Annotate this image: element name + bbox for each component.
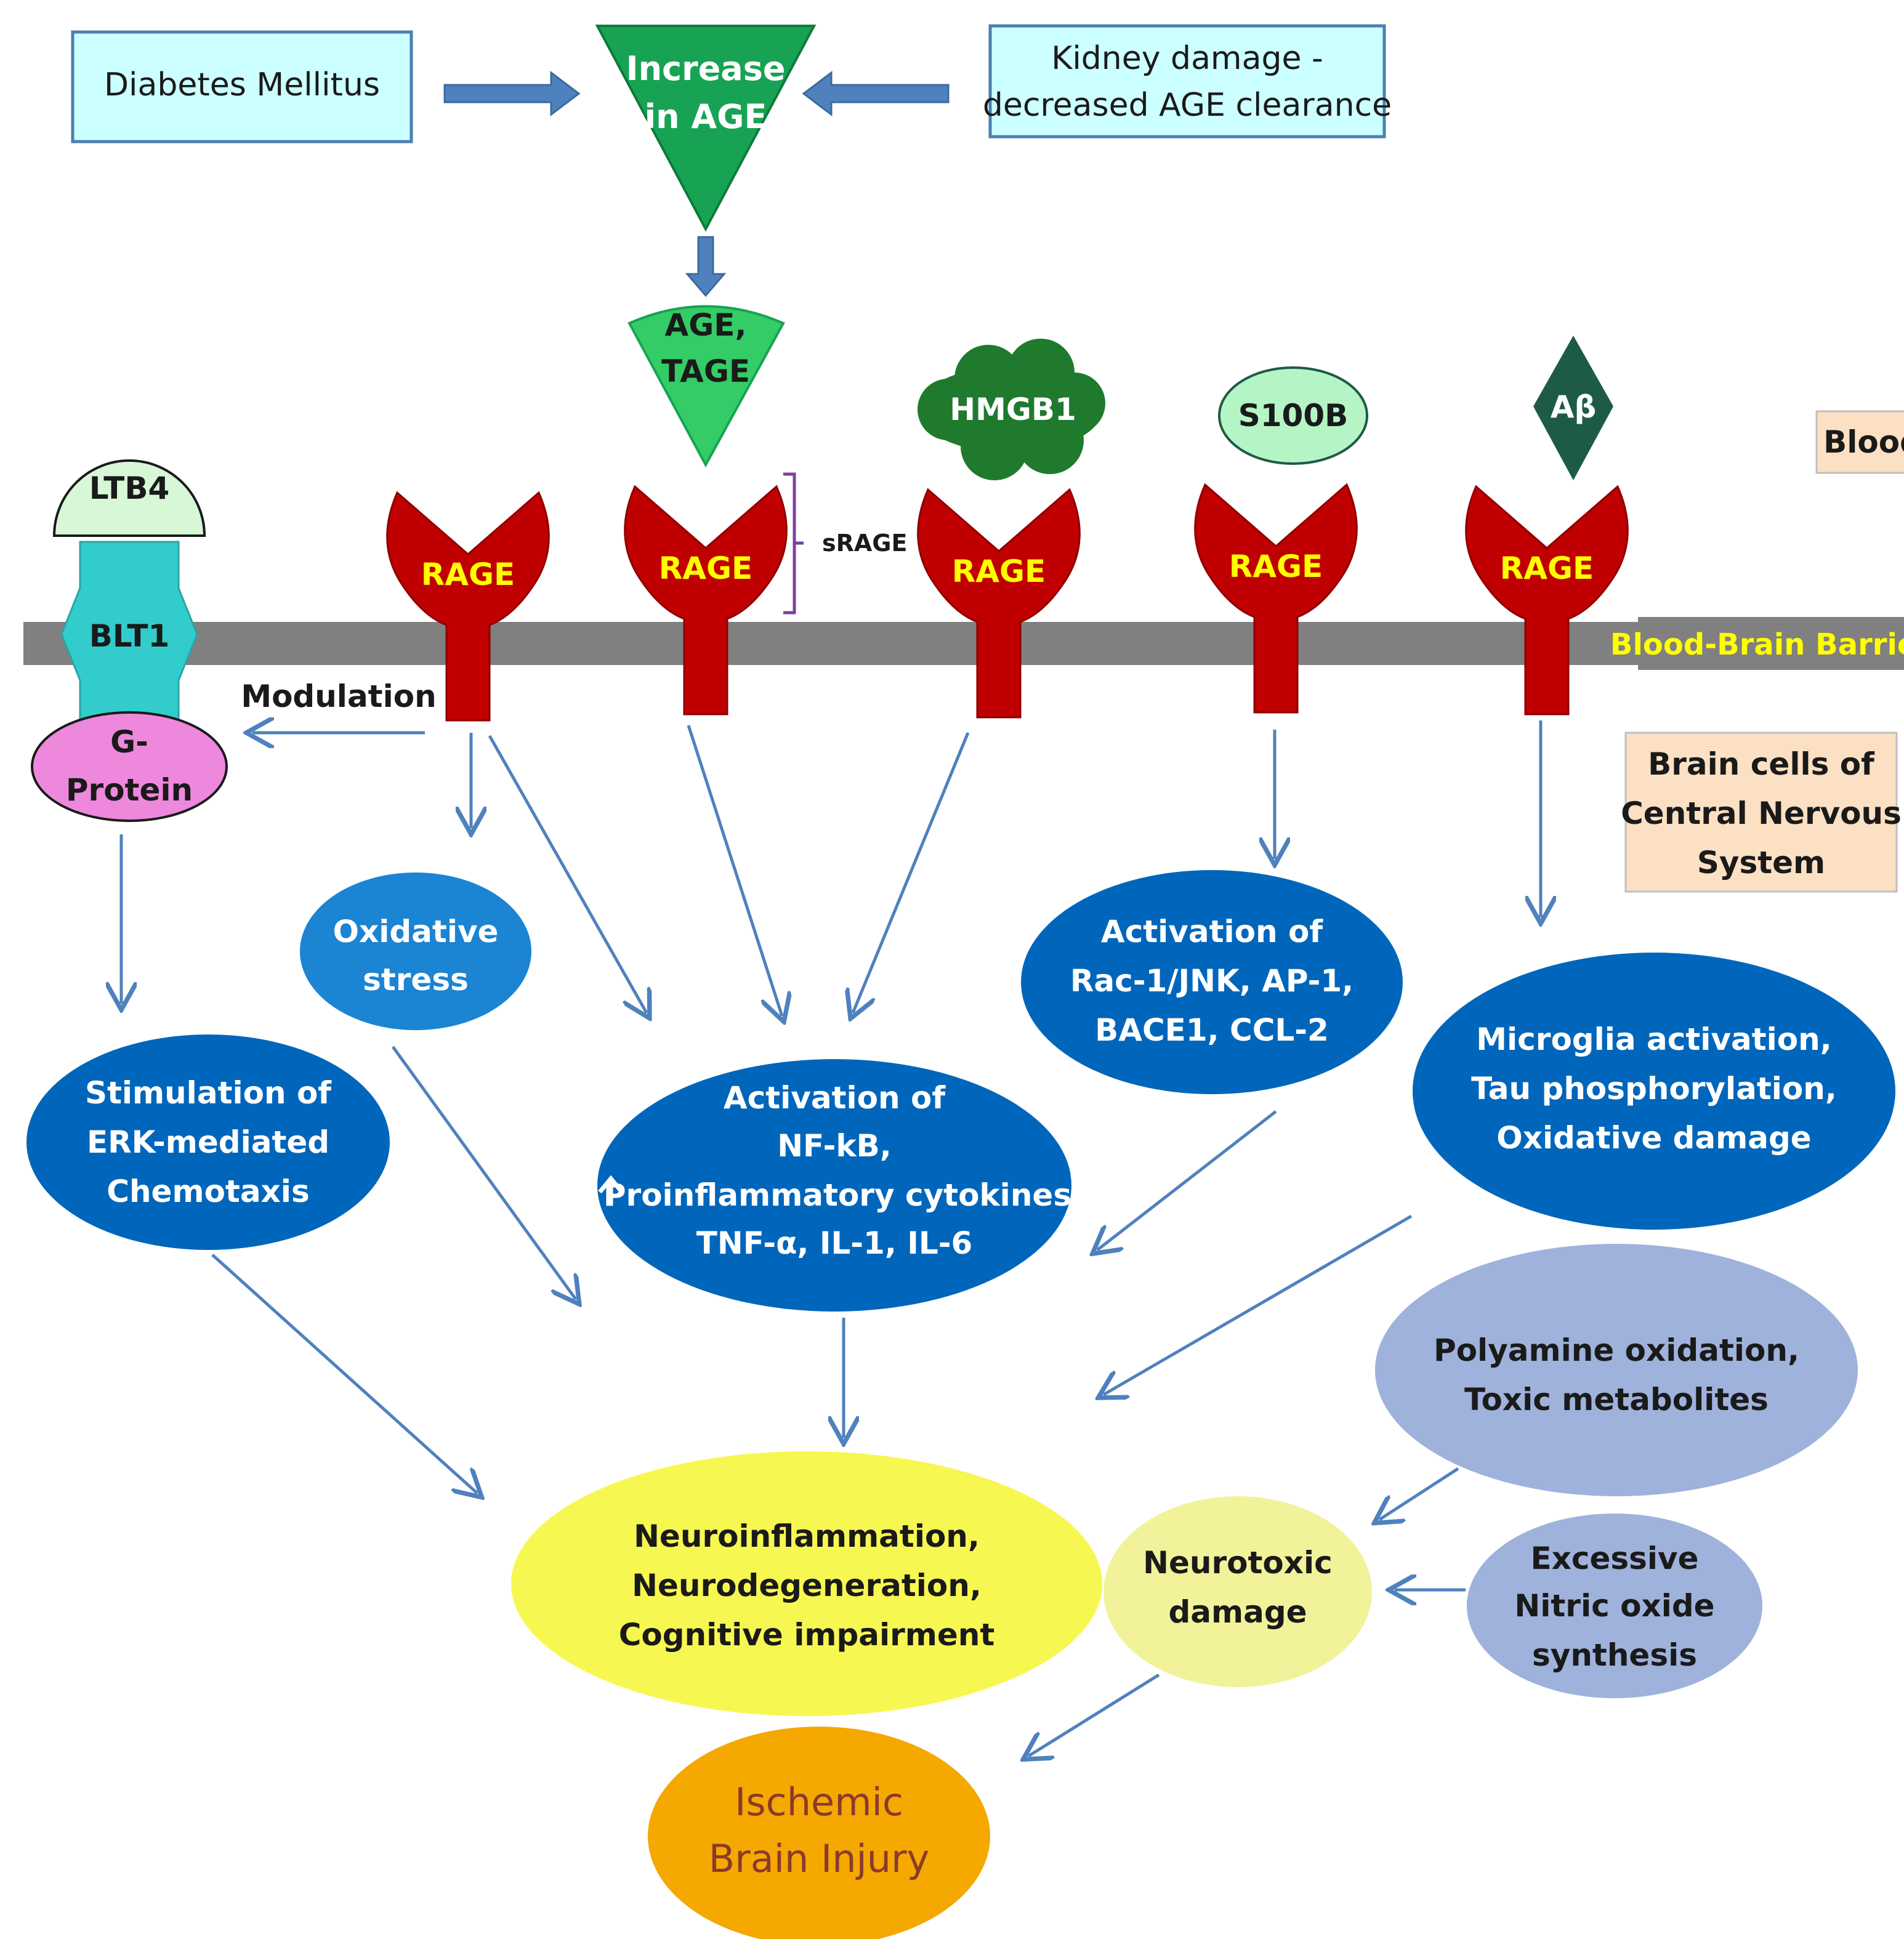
diabetes-label: Diabetes Mellitus [104,67,380,103]
ltb4-label: LTB4 [89,470,170,506]
rage-receptor-2 [624,485,788,716]
hmgb1-ligand [918,339,1105,480]
nfkb-label-line4: TNF-α, IL-1, IL-6 [696,1225,973,1261]
modulation-label: Modulation [241,679,436,714]
ischemic-label-line2: Brain Injury [709,1836,930,1881]
gprotein [31,711,228,822]
gprotein-label-line2: Protein [66,772,193,808]
srage-label: sRAGE [822,530,907,557]
oxidative-label-line2: stress [363,962,469,998]
nitric-label-line2: Nitric oxide [1514,1588,1714,1624]
rage-receptor-3 [917,488,1081,719]
kidney-box [988,24,1386,139]
erk-chemotaxis-node [26,1034,390,1250]
neurotoxic-label-line2: damage [1168,1594,1307,1630]
increase-age-triangle [595,25,817,232]
age-tage-ligand [627,305,785,468]
neurotoxic-damage-node [1103,1496,1372,1687]
polyamine-label-line2: Toxic metabolites [1464,1382,1769,1417]
rac1-jnk-node [1021,870,1403,1094]
nitric-label-line1: Excessive [1530,1541,1698,1576]
polyamine-label-line1: Polyamine oxidation, [1434,1332,1799,1368]
erk-label-line3: Chemotaxis [107,1174,309,1209]
ischemic-label-line1: Ischemic [735,1780,903,1824]
blood-box [1815,410,1904,474]
hmgb1-label: HMGB1 [950,392,1076,427]
rac-label-line1: Activation of [1101,914,1323,949]
microglia-node [1413,953,1895,1230]
rac-label-line3: BACE1, CCL-2 [1095,1012,1329,1048]
neuroinfl-label-line3: Cognitive impairment [619,1617,995,1653]
arrow-oxidative-to-neuroinfl [391,1046,576,1299]
nitric-label-line3: synthesis [1532,1637,1697,1673]
kidney-label-line2: decreased AGE clearance [983,87,1392,124]
rage-label-4: RAGE [1229,549,1323,584]
abeta-label: Aβ [1551,389,1597,425]
nfkb-label-line3: Proinflammatory cytokines [603,1177,1071,1213]
neurotoxic-label-line1: Neurotoxic [1143,1545,1333,1581]
s100b-ligand [1218,366,1368,465]
oxidative-stress-node [300,873,531,1030]
neuroinfl-label-line1: Neuroinflammation, [634,1518,980,1554]
ltb4-ligand [52,459,206,537]
kidney-to-age-arrow [802,70,950,117]
oxidative-label-line1: Oxidative [333,914,499,949]
nitric-oxide-node [1467,1514,1762,1698]
rage-receptor-5 [1465,485,1629,716]
neuroinfl-label-line2: Neurodegeneration, [632,1568,982,1603]
rage-receptor-4 [1194,483,1358,714]
diabetes-box [71,30,413,143]
arrow-rac-to-nfkb [1097,1110,1277,1250]
blood-brain-barrier [23,622,1904,665]
arrow-rage1-to-nfkb [488,735,647,1013]
increase-age-label-line1: Increase [626,49,785,88]
nfkb-label-line1: Activation of [724,1080,946,1116]
arrow-polyamine-to-neurotoxic [1379,1467,1459,1520]
srage-bracket [783,472,804,615]
gprotein-label-line1: G- [110,724,148,760]
ischemic-brain-injury-node [648,1727,990,1939]
increase-age-label-line2: in AGE [645,97,767,136]
nfkb-activation-node [597,1059,1071,1312]
brain-cells-label-line3: System [1697,845,1825,881]
blt1-label: BLT1 [89,618,170,654]
age-tage-label-line1: AGE, [665,307,747,343]
nfkb-label-line2: NF-kB, [777,1128,892,1164]
brain-cells-box [1624,732,1898,893]
neuroinflammation-node [511,1451,1102,1716]
arrow-rage2-to-nfkb [687,725,782,1016]
microglia-label-line1: Microglia activation, [1476,1022,1832,1057]
blood-label: Blood [1823,424,1904,460]
rage-label-3: RAGE [952,554,1046,589]
microglia-label-line2: Tau phosphorylation, [1471,1071,1837,1107]
rage-label-5: RAGE [1500,550,1594,586]
microglia-label-line3: Oxidative damage [1496,1120,1811,1156]
polyamine-node [1375,1244,1858,1496]
arrow-erk-to-neuroinfl [211,1254,477,1493]
age-tage-label-line2: TAGE [661,353,750,389]
brain-cells-label-line1: Brain cells of [1648,746,1875,782]
kidney-label-line1: Kidney damage - [1051,40,1323,77]
bbb-label-box [1638,617,1904,670]
increase-up-arrow-icon [598,1175,624,1206]
bbb-label: Blood-Brain Barrier [1610,627,1904,662]
age-down-arrow [685,236,727,297]
abeta-ligand [1533,336,1613,480]
arrow-microglia-to-neuroinfl [1103,1214,1413,1395]
rac-label-line2: Rac-1/JNK, AP-1, [1070,963,1353,999]
rage-label-2: RAGE [659,550,752,586]
pathway-arrows [121,720,1541,1756]
erk-label-line1: Stimulation of [85,1075,332,1111]
erk-label-line2: ERK-mediated [87,1124,329,1160]
arrow-rage3-to-nfkb [853,732,970,1013]
rage-label-1: RAGE [421,557,515,592]
s100b-label: S100B [1238,398,1349,433]
brain-cells-label-line2: Central Nervous [1621,796,1902,831]
diabetes-to-age-arrow [443,70,581,117]
arrow-neurotoxic-to-ischemic [1028,1673,1160,1756]
